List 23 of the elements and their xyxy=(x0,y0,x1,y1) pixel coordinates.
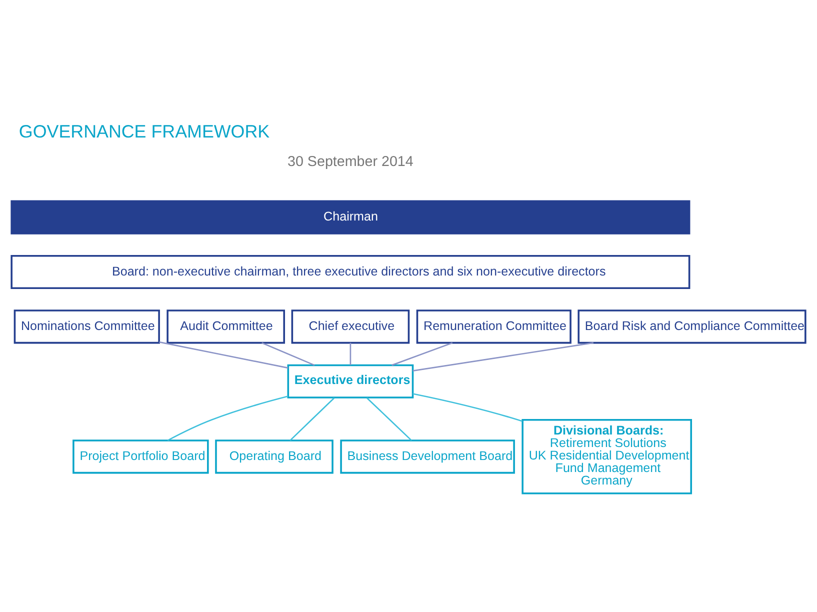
connector xyxy=(412,392,523,422)
connector xyxy=(366,396,412,440)
connector xyxy=(290,396,335,440)
node-box: Nominations Committee xyxy=(14,309,160,344)
node-box: Audit Committee xyxy=(166,309,286,344)
label: 30 September 2014 xyxy=(288,154,414,170)
connector xyxy=(412,342,594,371)
connector xyxy=(167,395,288,441)
node-box: Board: non-executive chairman, three executive directors and six non-executive directors xyxy=(10,254,690,289)
diagram-title: GOVERNANCE FRAMEWORK xyxy=(18,121,270,142)
connector xyxy=(262,342,315,366)
node-box: Remuneration Committee xyxy=(416,309,572,344)
connector xyxy=(350,342,352,365)
node-box: Executive directors xyxy=(287,364,414,398)
node-box: Chairman xyxy=(10,200,690,234)
node-box: Operating Board xyxy=(215,439,334,474)
connector xyxy=(159,340,288,368)
node-box: Project Portfolio Board xyxy=(72,439,209,474)
node-box: Chief executive xyxy=(291,309,410,344)
node-box: Divisional Boards: Retirement Solutions UK Residential Development Fund Management Germany xyxy=(522,418,692,494)
connector xyxy=(392,342,453,366)
node-box: Business Development Board xyxy=(340,439,515,474)
node-box: Board Risk and Compliance Committee xyxy=(578,309,806,344)
